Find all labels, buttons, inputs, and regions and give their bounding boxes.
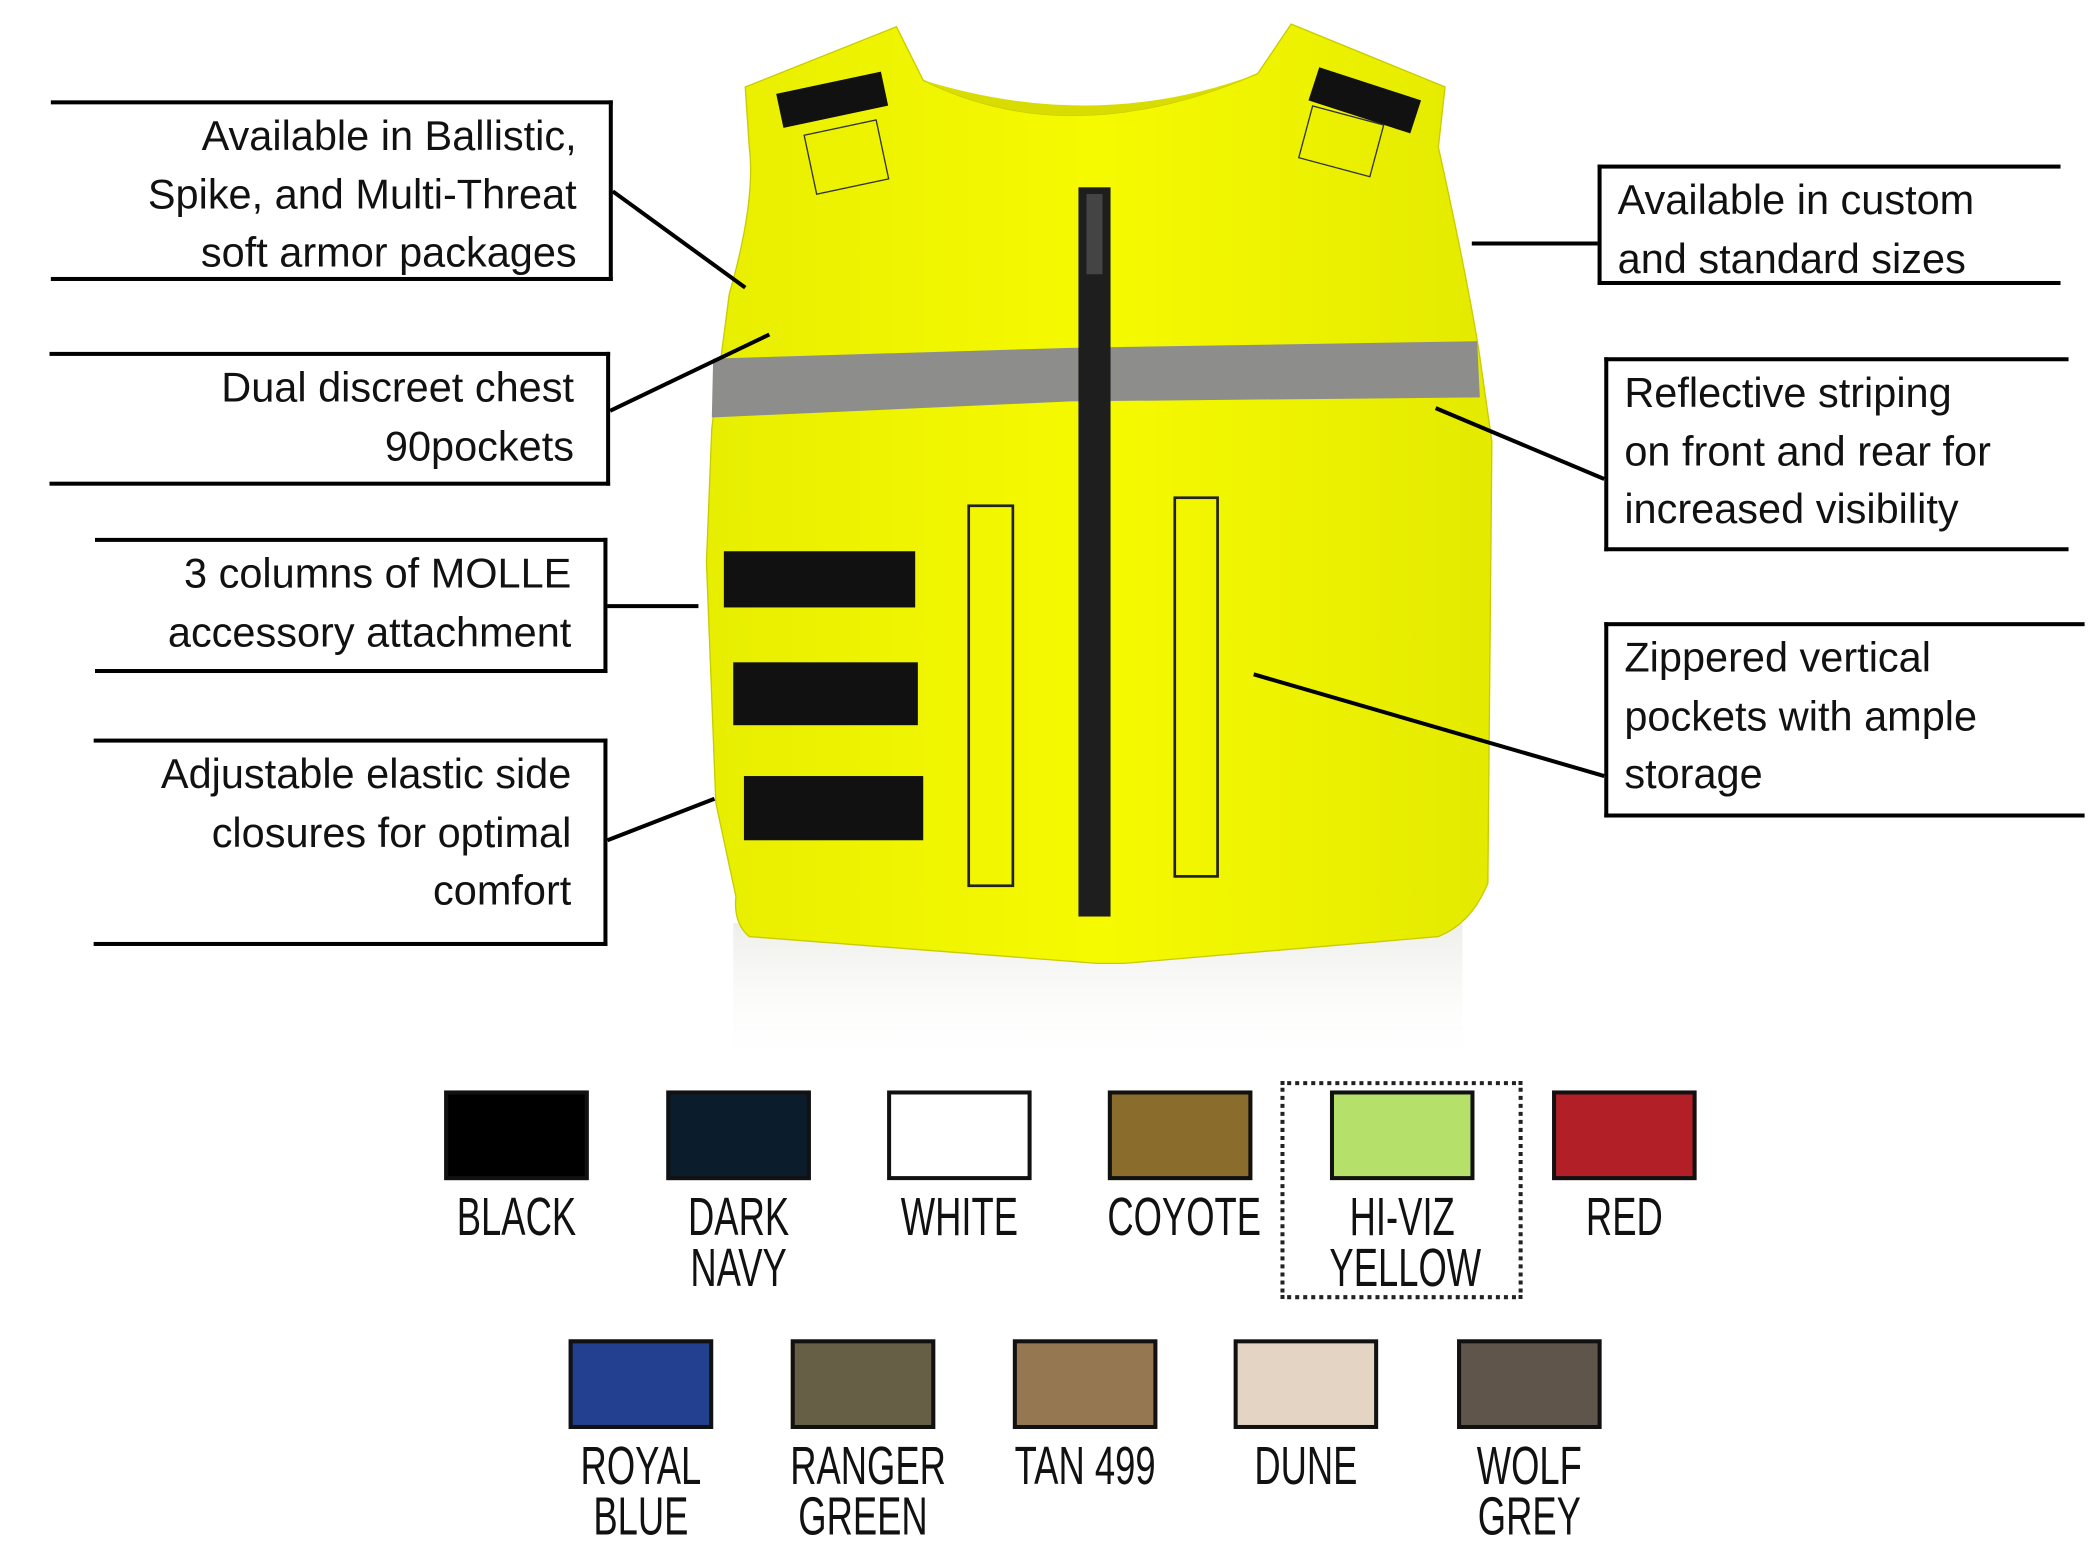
color-label-red: RED	[1552, 1188, 1698, 1248]
callout-text: soft armor packages	[200, 228, 577, 276]
color-label-tan-499: TAN 499	[1012, 1437, 1158, 1496]
color-label-dune: DUNE	[1233, 1437, 1379, 1496]
callout-text: Spike, and Multi-Threat	[147, 170, 577, 218]
color-label-text: DARK	[688, 1188, 790, 1248]
shoulder-strap-left	[776, 71, 889, 128]
callout-armor-packages: Available in Ballistic, Spike, and Multi…	[50, 100, 613, 281]
color-label-text: HI-VIZ	[1349, 1188, 1455, 1248]
vertical-pockets	[967, 496, 1219, 888]
color-label-text: WOLF	[1476, 1437, 1582, 1496]
color-swatch-red[interactable]	[1552, 1090, 1697, 1181]
shoulder-strap-right	[1308, 67, 1422, 134]
callout-text: and standard sizes	[1617, 234, 1966, 282]
color-label-white: WHITE	[887, 1188, 1033, 1248]
callout-text: pockets with ample	[1624, 692, 1978, 740]
color-swatch-tan-499[interactable]	[1012, 1339, 1158, 1429]
color-swatch-coyote[interactable]	[1107, 1090, 1253, 1181]
callout-molle: 3 columns of MOLLE accessory attachment	[94, 537, 608, 674]
color-label-text: BLACK	[456, 1188, 577, 1248]
selected-color-frame	[1280, 1081, 1523, 1300]
color-label-text: TAN 499	[1014, 1437, 1156, 1496]
color-label-text: WHITE	[900, 1188, 1018, 1248]
callout-text: 3 columns of MOLLE	[184, 549, 572, 597]
color-label-text: RANGER	[790, 1437, 946, 1496]
callout-text: closures for optimal	[211, 808, 572, 856]
callout-text: increased visibility	[1624, 485, 1959, 533]
color-swatch-ranger-green[interactable]	[790, 1339, 936, 1429]
color-label-text: GREY	[1477, 1487, 1581, 1547]
callout-text: 90pockets	[384, 422, 575, 469]
callout-text: Adjustable elastic side	[160, 750, 572, 798]
callout-chest-pockets: Dual discreet chest 90pockets	[49, 351, 611, 486]
zipper	[1078, 187, 1111, 917]
color-swatch-black[interactable]	[444, 1090, 589, 1181]
color-swatch-wolf-grey[interactable]	[1457, 1339, 1602, 1429]
callout-text: Available in Ballistic,	[201, 112, 577, 160]
color-swatch-hi-viz-yellow[interactable]	[1329, 1090, 1475, 1181]
callout-text: Zippered vertical	[1624, 634, 1931, 682]
color-swatch-royal-blue[interactable]	[568, 1339, 714, 1429]
leader-lines	[606, 189, 1606, 843]
color-label-coyote: COYOTE	[1107, 1188, 1262, 1248]
vest-collar	[923, 73, 1258, 116]
callout-sizes: Available in custom and standard sizes	[1597, 164, 2061, 285]
color-swatch-dark-navy[interactable]	[666, 1090, 811, 1181]
callout-text: accessory attachment	[167, 608, 572, 655]
callout-text: Dual discreet chest	[221, 363, 575, 411]
color-label-text: BLUE	[593, 1487, 689, 1547]
color-label-black: BLACK	[444, 1188, 590, 1248]
color-label-text: YELLOW	[1329, 1238, 1482, 1298]
callout-text: storage	[1624, 750, 1763, 798]
callout-text: comfort	[433, 867, 572, 914]
callout-text: Reflective striping	[1624, 369, 1952, 417]
callout-zippered-pockets: Zippered vertical pockets with ample sto…	[1604, 622, 2085, 818]
color-swatch-dune[interactable]	[1233, 1339, 1379, 1429]
callout-reflective: Reflective striping on front and rear fo…	[1604, 357, 2069, 552]
callout-side-closures: Adjustable elastic side closures for opt…	[93, 738, 608, 946]
callout-text: Available in custom	[1617, 176, 1975, 224]
callout-text: on front and rear for	[1624, 427, 1991, 475]
color-label-text: NAVY	[690, 1238, 787, 1298]
color-swatch-white[interactable]	[887, 1090, 1032, 1181]
molle-panel	[723, 551, 924, 841]
color-label-text: COYOTE	[1107, 1188, 1262, 1248]
color-label-text: DUNE	[1254, 1437, 1358, 1496]
color-label-text: ROYAL	[580, 1437, 702, 1496]
color-label-text: RED	[1585, 1188, 1663, 1248]
color-label-text: GREEN	[798, 1487, 928, 1547]
